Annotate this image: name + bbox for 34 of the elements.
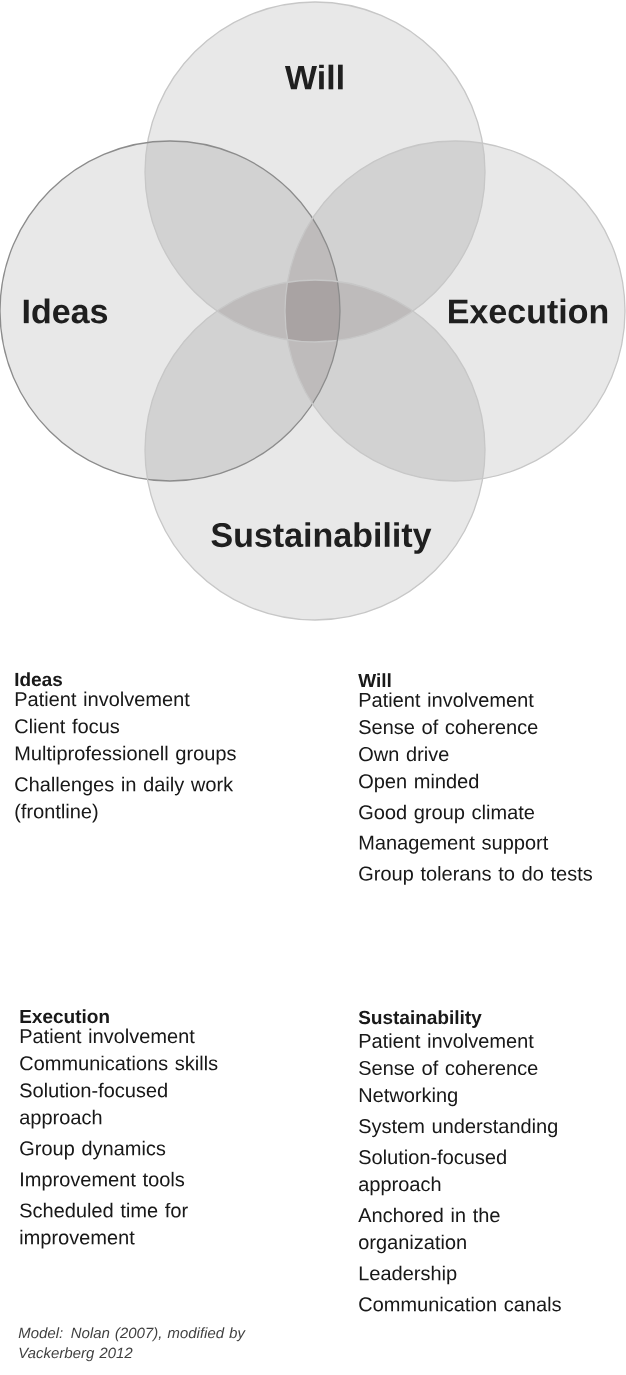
list-item: Open minded — [359, 773, 479, 793]
list-heading: Execution — [20, 1009, 109, 1024]
list-item: Management support — [359, 835, 549, 854]
list-item: Group dynamics — [20, 1140, 166, 1160]
caption: Model: Nolan (2007), modified by Vackerberg 2012 — [18, 1327, 246, 1362]
list-item: Networking — [359, 1087, 457, 1107]
list-item: Communications skills — [20, 1055, 218, 1071]
list-item: Client focus — [15, 718, 120, 734]
circle-label: Will — [284, 64, 343, 90]
list-item: Own drive — [359, 746, 449, 762]
list-item: Sense of coherence — [359, 719, 538, 735]
list-item: Scheduled time for improvement — [20, 1202, 188, 1249]
circle-label: Ideas — [23, 298, 108, 324]
circle-label: Execution — [449, 298, 608, 324]
list-item: Solution-focused approach — [20, 1082, 167, 1129]
list-item: Patient involvement — [359, 692, 534, 708]
list-item: Multiprofessionell groups — [15, 745, 236, 765]
list-item: Anchored in the organization — [358, 1207, 500, 1254]
list-item: Group tolerans to do tests — [359, 866, 592, 885]
list-item: Solution-focused approach — [359, 1149, 506, 1196]
list-item: Patient involvement — [15, 691, 190, 707]
list-item: Leadership — [359, 1265, 457, 1285]
list-item: Improvement tools — [21, 1171, 185, 1191]
list-item: Patient involvement — [359, 1033, 534, 1048]
list-heading: Sustainability — [358, 1010, 482, 1028]
list-item: System understanding — [359, 1118, 557, 1138]
list-heading: Will — [358, 673, 391, 687]
list-item: Good group climate — [359, 804, 535, 824]
list-item: Communication canals — [359, 1296, 561, 1312]
list-item: Challenges in daily work (frontline) — [15, 776, 234, 823]
circle-label: Sustainability — [211, 522, 432, 554]
list-item: Patient involvement — [20, 1028, 195, 1044]
list-item: Sense of coherence — [359, 1060, 538, 1076]
list-heading: Ideas — [15, 672, 62, 687]
